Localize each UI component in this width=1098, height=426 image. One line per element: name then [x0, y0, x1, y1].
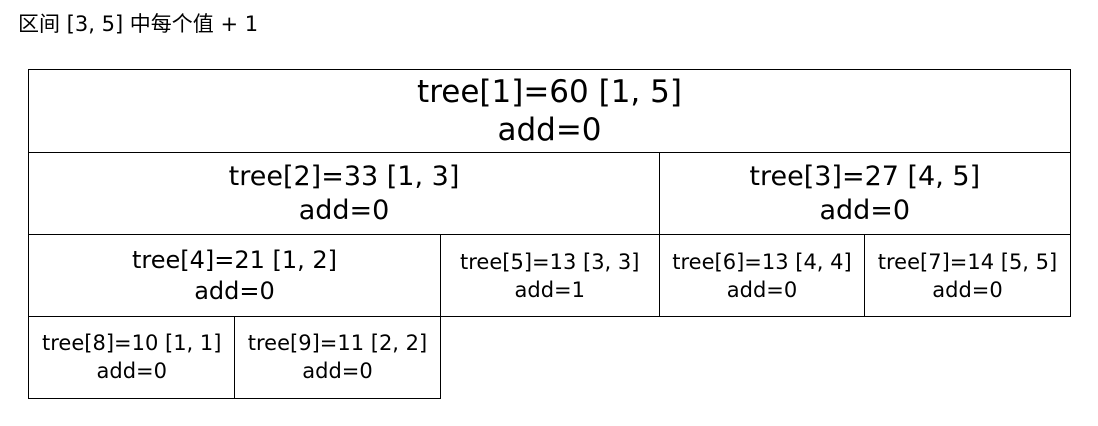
tree-node-6: tree[6]=13 [4, 4] add=0 [658, 234, 866, 317]
tree-node-7-label: tree[7]=14 [5, 5] [877, 249, 1058, 274]
tree-node-4: tree[4]=21 [1, 2] add=0 [28, 234, 441, 317]
tree-node-9-add: add=0 [302, 359, 373, 383]
tree-node-1: tree[1]=60 [1, 5] add=0 [28, 69, 1071, 153]
tree-node-2-label: tree[2]=33 [1, 3] [228, 160, 460, 192]
tree-node-5-label: tree[5]=13 [3, 3] [460, 249, 640, 274]
tree-node-7: tree[7]=14 [5, 5] add=0 [864, 234, 1071, 317]
tree-node-4-add: add=0 [194, 276, 275, 305]
tree-node-5: tree[5]=13 [3, 3] add=1 [439, 234, 660, 317]
tree-node-6-add: add=0 [726, 277, 798, 302]
tree-node-9-label: tree[9]=11 [2, 2] [247, 331, 428, 355]
tree-node-3-add: add=0 [819, 194, 911, 226]
tree-node-2-add: add=0 [298, 194, 390, 226]
tree-node-9: tree[9]=11 [2, 2] add=0 [234, 315, 441, 399]
tree-node-4-label: tree[4]=21 [1, 2] [131, 245, 338, 274]
tree-node-5-add: add=1 [514, 277, 586, 302]
tree-node-6-label: tree[6]=13 [4, 4] [672, 249, 852, 274]
tree-node-8-add: add=0 [96, 359, 168, 383]
tree-node-8: tree[8]=10 [1, 1] add=0 [28, 315, 236, 399]
caption: 区间 [3, 5] 中每个值 + 1 [18, 12, 259, 36]
tree-node-8-label: tree[8]=10 [1, 1] [42, 331, 222, 355]
tree-node-3: tree[3]=27 [4, 5] add=0 [658, 151, 1071, 236]
tree-node-1-label: tree[1]=60 [1, 5] [417, 74, 682, 110]
tree-node-1-add: add=0 [497, 112, 602, 148]
tree-node-7-add: add=0 [932, 277, 1003, 302]
tree-node-2: tree[2]=33 [1, 3] add=0 [28, 151, 660, 236]
tree-node-3-label: tree[3]=27 [4, 5] [749, 160, 981, 192]
